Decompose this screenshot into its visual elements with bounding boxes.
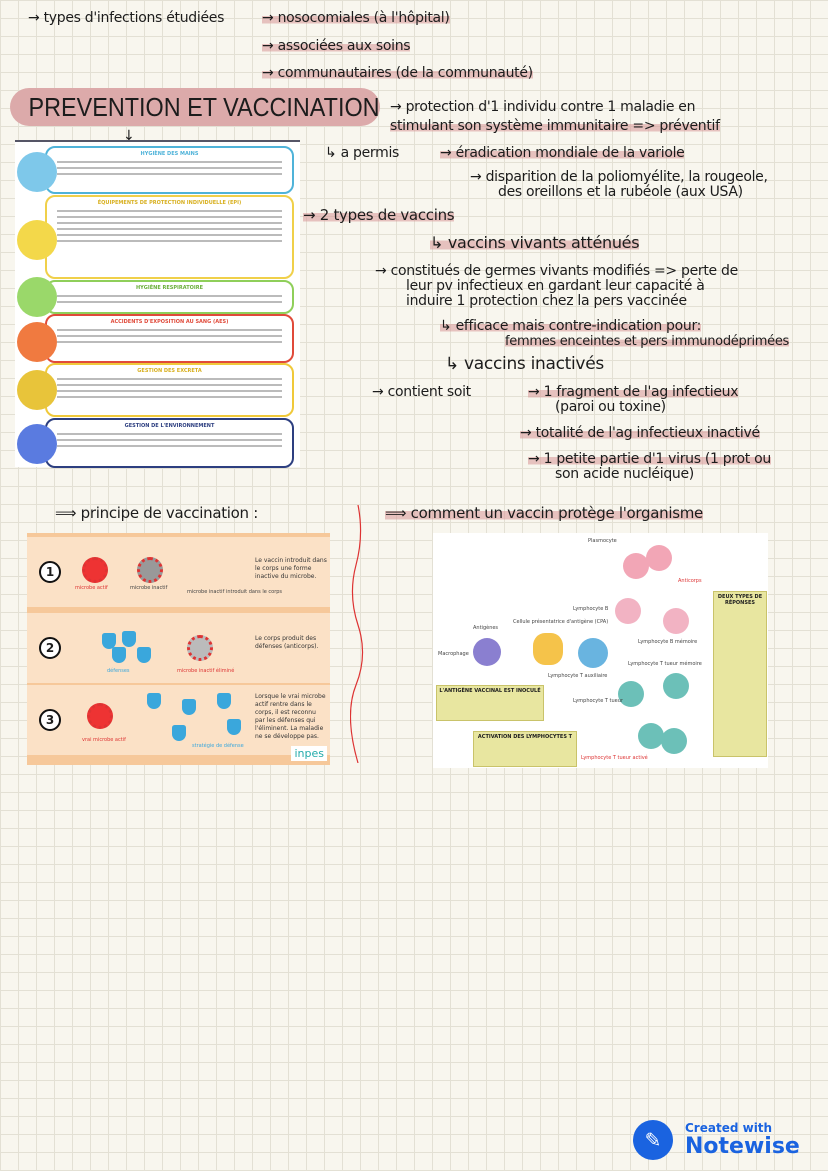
t-helper-cell bbox=[578, 638, 608, 668]
watermark-line1: Created with bbox=[685, 1121, 773, 1135]
a-permis-label: ↳ a permis bbox=[325, 145, 400, 161]
page-title-pill: PREVENTION ET VACCINATION bbox=[10, 88, 380, 126]
vaccine-types-label: → 2 types de vaccins bbox=[303, 206, 455, 224]
inpes-logo: inpes bbox=[291, 746, 327, 761]
live-vaccines-desc: → constitués de germes vivants modifiés … bbox=[375, 263, 738, 279]
live-vaccines-note: femmes enceintes et pers immunodéprimées bbox=[505, 334, 790, 349]
poster-section: HYGIÈNE RESPIRATOIRE bbox=[45, 280, 294, 314]
t-killer-cell bbox=[618, 681, 644, 707]
b-cell bbox=[615, 598, 641, 624]
poster-section: ACCIDENTS D'EXPOSITION AU SANG (AES) bbox=[45, 314, 294, 363]
live-vaccines-note: ↳ efficace mais contre-indication pour: bbox=[440, 318, 702, 334]
bedpan-icon bbox=[17, 370, 57, 410]
infection-type: → nosocomiales (à l'hôpital) bbox=[262, 10, 450, 26]
mask-icon bbox=[17, 277, 57, 317]
inactivated-item: → totalité de l'ag infectieux inactivé bbox=[520, 425, 760, 441]
step-1: 1 microbe actif microbe inactif microbe … bbox=[27, 537, 330, 607]
cell-label: Plasmocyte bbox=[588, 538, 617, 544]
macrophage-cell bbox=[473, 638, 501, 666]
cleaning-icon bbox=[17, 424, 57, 464]
live-vaccines-title: ↳ vaccins vivants atténués bbox=[430, 233, 640, 252]
immune-response-image: Plasmocyte Anticorps Lymphocyte B Lympho… bbox=[433, 533, 768, 768]
inactivated-item: (paroi ou toxine) bbox=[555, 399, 666, 415]
cell-label: Cellule présentatrice d'antigène (CPA) bbox=[513, 619, 609, 625]
result-line: des oreillons et la rubéole (aux USA) bbox=[498, 184, 743, 200]
live-vaccines-desc: induire 1 protection chez la pers vaccin… bbox=[406, 293, 687, 309]
prevention-poster: HYGIÈNE DES MAINS ÉQUIPEMENTS DE PROTECT… bbox=[15, 140, 300, 468]
vaccination-principle-image: 1 microbe actif microbe inactif microbe … bbox=[27, 533, 330, 765]
protection-heading: ⟹ comment un vaccin protège l'organisme bbox=[385, 504, 703, 522]
pencil-icon: ✎ bbox=[633, 1120, 673, 1160]
poster-section: HYGIÈNE DES MAINS bbox=[45, 146, 294, 194]
poster-section: GESTION DE L'ENVIRONNEMENT bbox=[45, 418, 294, 468]
activation-box: ACTIVATION DES LYMPHOCYTES T bbox=[473, 731, 577, 767]
apc-cell bbox=[533, 633, 563, 665]
inactivated-vaccines-title: ↳ vaccins inactivés bbox=[445, 354, 604, 374]
result-line: → éradication mondiale de la variole bbox=[440, 145, 685, 161]
hands-icon bbox=[17, 152, 57, 192]
inoculation-box: L'ANTIGÈNE VACCINAL EST INOCULÉ bbox=[436, 685, 544, 721]
inactivated-item: → 1 fragment de l'ag infectieux bbox=[528, 384, 739, 400]
definition-line: stimulant son système immunitaire => pré… bbox=[390, 118, 720, 134]
step-2: 2 défenses microbe inactif éliminé Le co… bbox=[27, 613, 330, 683]
inactivated-item: → 1 petite partie d'1 virus (1 prot ou bbox=[528, 451, 771, 467]
cell-label: Lymphocyte B bbox=[573, 606, 609, 612]
protective-equipment-icon bbox=[17, 220, 57, 260]
activated-t-cell bbox=[661, 728, 687, 754]
inactivated-item: son acide nucléique) bbox=[555, 466, 694, 482]
cell-label: Anticorps bbox=[678, 578, 702, 584]
page-title: PREVENTION ET VACCINATION bbox=[28, 92, 380, 122]
infection-type: → associées aux soins bbox=[262, 38, 411, 54]
definition-line: → protection d'1 individu contre 1 malad… bbox=[390, 99, 696, 115]
result-line: → disparition de la poliomyélite, la rou… bbox=[470, 169, 768, 185]
divider-line bbox=[350, 505, 364, 763]
memory-b-cell bbox=[663, 608, 689, 634]
principle-heading: ⟹ principe de vaccination : bbox=[55, 504, 258, 522]
responses-box: DEUX TYPES DE RÉPONSES bbox=[713, 591, 767, 757]
cell-label: Macrophage bbox=[438, 651, 469, 657]
plasmocyte-cell bbox=[623, 553, 649, 579]
activated-t-cell bbox=[638, 723, 664, 749]
down-arrow-icon: ↓ bbox=[123, 128, 135, 144]
cell-label: Lymphocyte T tueur mémoire bbox=[628, 661, 702, 667]
memory-t-cell bbox=[663, 673, 689, 699]
step-3: 3 vrai microbe actif stratégie de défens… bbox=[27, 685, 330, 755]
cell-label: Antigènes bbox=[473, 625, 499, 631]
plasmocyte-cell bbox=[646, 545, 672, 571]
cell-label: Lymphocyte T tueur bbox=[573, 698, 623, 704]
cell-label: Lymphocyte B mémoire bbox=[638, 639, 698, 645]
poster-section: ÉQUIPEMENTS DE PROTECTION INDIVIDUELLE (… bbox=[45, 195, 294, 279]
infections-label: → types d'infections étudiées bbox=[28, 10, 225, 26]
cell-label: Lymphocyte T auxiliaire bbox=[548, 673, 608, 679]
watermark-line2: Notewise bbox=[685, 1134, 800, 1159]
cell-label: Lymphocyte T tueur activé bbox=[581, 755, 648, 761]
infection-type: → communautaires (de la communauté) bbox=[262, 65, 533, 81]
poster-section: GESTION DES EXCRETA bbox=[45, 363, 294, 417]
live-vaccines-desc: leur pv infectieux en gardant leur capac… bbox=[406, 278, 705, 294]
blood-exposure-icon bbox=[17, 322, 57, 362]
contains-label: → contient soit bbox=[372, 384, 471, 400]
